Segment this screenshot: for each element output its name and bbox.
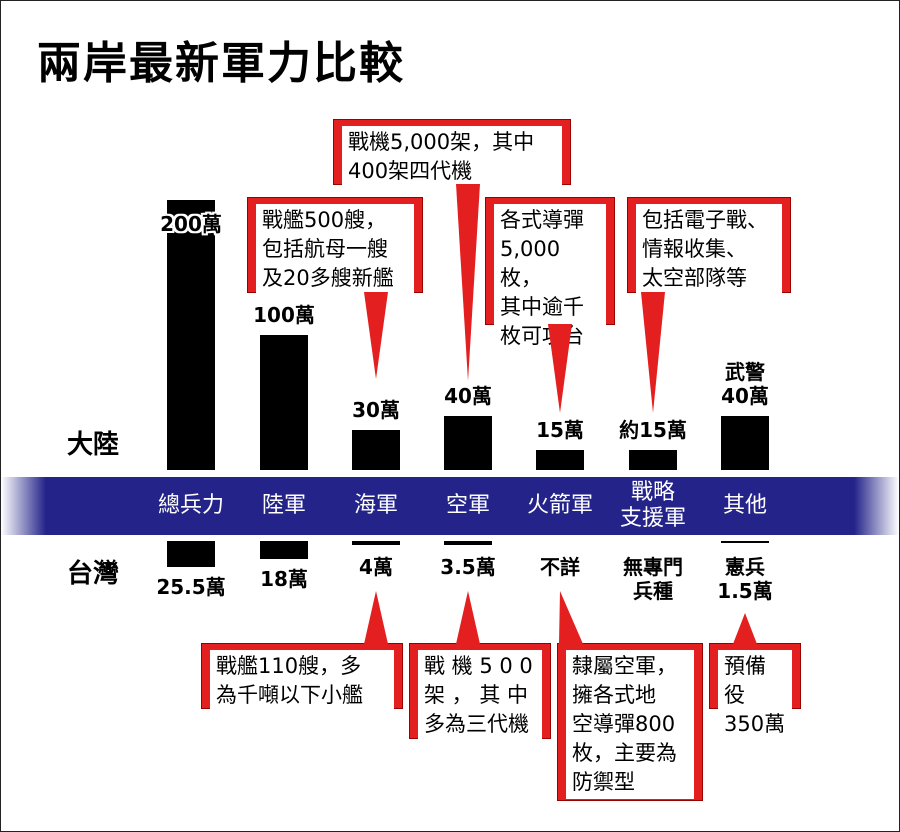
callout-text: 戰艦110艘，多 為千噸以下小艦: [210, 650, 394, 712]
bar-taiwan: [260, 541, 308, 559]
callout-text: 包括電子戰、 情報收集、 太空部隊等: [636, 204, 782, 295]
bar-label-mainland: 30萬: [352, 397, 400, 422]
bar-mainland: [167, 200, 215, 470]
bar-label-taiwan: 4萬: [359, 555, 393, 579]
annotation-callout: 預備役 350萬: [709, 643, 801, 741]
callout-text: 隸屬空軍， 擁各式地 空導彈800 枚，主要為 防禦型: [566, 650, 694, 799]
bar-label-taiwan: 18萬: [260, 567, 308, 591]
category-label: 總兵力: [157, 493, 224, 518]
bar-label-mainland: 約15萬: [619, 417, 687, 442]
bar-mainland: [629, 449, 677, 470]
callout-text: 戰 機 5 0 0 架 ， 其 中 多為三代機: [418, 650, 542, 741]
callout-pointer-shape: [364, 591, 388, 644]
mainland-label: 大陸: [67, 430, 120, 460]
bar-mainland: [444, 416, 492, 470]
bar-label-mainland: 武警 40萬: [721, 360, 769, 408]
category-label: 火箭軍: [526, 493, 593, 518]
bar-mainland: [260, 335, 308, 470]
callout-pointer-shape: [559, 591, 583, 644]
bar-taiwan: [444, 541, 492, 545]
taiwan-label: 台灣: [67, 559, 120, 589]
annotation-callout: 戰機5,000架，其中 400架四代機: [333, 119, 571, 188]
bar-mainland: [352, 429, 400, 470]
callout-pointer-shape: [456, 184, 480, 381]
page-title: 兩岸最新軍力比較: [37, 38, 405, 89]
bar-label-mainland: 100萬: [253, 303, 315, 327]
annotation-callout: 戰艦500艘， 包括航母一艘 及20多艘新艦: [247, 197, 423, 295]
category-label: 陸軍: [261, 493, 306, 518]
annotation-callout: 戰 機 5 0 0 架 ， 其 中 多為三代機: [409, 643, 551, 741]
category-band: [1, 477, 899, 535]
callout-pointer-shape: [733, 613, 757, 644]
bar-label-mainland: 15萬: [536, 417, 584, 442]
bar-label-mainland: 200萬: [160, 212, 222, 236]
annotation-callout: 包括電子戰、 情報收集、 太空部隊等: [627, 197, 791, 295]
bar-label-taiwan: 無專門 兵種: [623, 555, 683, 603]
category-label: 其他: [722, 493, 767, 518]
category-label: 空軍: [445, 493, 490, 518]
category-label: 海軍: [353, 493, 398, 518]
bar-mainland: [721, 416, 769, 470]
bar-label-taiwan: 不詳: [540, 555, 580, 579]
callout-pointer-shape: [641, 292, 665, 413]
category-label: 戰略 支援軍: [619, 480, 686, 531]
annotation-callout: 各式導彈 5,000枚， 其中逾千 枚可攻台: [485, 197, 615, 353]
annotation-callout: 戰艦110艘，多 為千噸以下小艦: [201, 643, 403, 712]
callout-pointer-shape: [364, 292, 388, 379]
callout-text: 預備役 350萬: [718, 650, 792, 741]
bar-label-taiwan: 3.5萬: [440, 555, 496, 579]
callout-text: 戰機5,000架，其中 400架四代機: [342, 126, 562, 188]
bar-label-taiwan: 憲兵 1.5萬: [717, 555, 773, 603]
bar-mainland: [536, 449, 584, 470]
bar-taiwan: [167, 541, 215, 567]
callout-pointer-shape: [456, 591, 480, 644]
bar-label-mainland: 40萬: [444, 384, 492, 408]
bar-label-taiwan: 25.5萬: [156, 574, 226, 599]
bar-taiwan: [352, 541, 400, 545]
annotation-callout: 隸屬空軍， 擁各式地 空導彈800 枚，主要為 防禦型: [557, 643, 703, 801]
callout-text: 戰艦500艘， 包括航母一艘 及20多艘新艦: [256, 204, 414, 295]
callout-text: 各式導彈 5,000枚， 其中逾千 枚可攻台: [494, 204, 606, 353]
bar-taiwan: [721, 541, 769, 543]
